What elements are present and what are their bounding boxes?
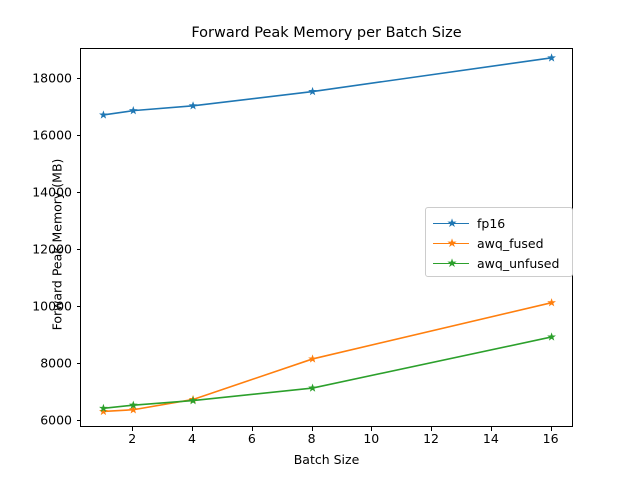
- legend-line-icon: [433, 222, 469, 225]
- series-awq_unfused: [99, 332, 556, 413]
- y-tick-label: 10000: [32, 298, 72, 314]
- y-tick-mark: [76, 191, 80, 193]
- legend-item-fp16[interactable]: ★ fp16: [433, 213, 565, 233]
- y-tick-label: 6000: [40, 412, 72, 428]
- star-marker-icon: [308, 354, 317, 363]
- legend-label-awq-fused: awq_fused: [477, 235, 544, 251]
- legend-item-awq-fused[interactable]: ★ awq_fused: [433, 233, 565, 253]
- y-tick-label: 18000: [32, 70, 72, 86]
- page-title: Forward Peak Memory per Batch Size: [191, 25, 462, 41]
- x-tick-label: 10: [363, 431, 380, 446]
- x-tick-mark: [132, 427, 134, 431]
- series-layer: [99, 53, 556, 416]
- legend-label-awq-unfused: awq_unfused: [477, 255, 560, 271]
- y-tick-mark: [76, 77, 80, 79]
- series-awq_fused: [99, 298, 556, 416]
- star-marker-icon: ★: [446, 236, 458, 250]
- star-marker-icon: [128, 400, 138, 409]
- star-marker-icon: [99, 403, 108, 413]
- y-tick-mark: [76, 420, 80, 422]
- series-fp16: [99, 53, 556, 119]
- x-tick-mark: [550, 427, 552, 431]
- x-tick-label: 2: [128, 431, 137, 446]
- x-tick-label: 8: [307, 431, 316, 446]
- star-marker-icon: ★: [446, 216, 458, 230]
- x-tick-label: 12: [423, 431, 440, 446]
- y-tick-mark: [76, 248, 80, 250]
- series-line: [103, 336, 552, 410]
- x-tick-label: 6: [247, 431, 256, 446]
- x-tick-mark: [490, 427, 492, 431]
- star-marker-icon: [308, 86, 317, 96]
- star-marker-icon: [99, 110, 108, 119]
- star-marker-icon: [547, 332, 556, 341]
- x-tick-label: 16: [542, 431, 559, 446]
- legend-item-awq-unfused[interactable]: ★ awq_unfused: [433, 253, 565, 273]
- legend-swatch-awq-fused: ★: [433, 236, 469, 250]
- x-tick-mark: [251, 427, 253, 431]
- x-tick-label: 4: [188, 431, 196, 446]
- y-tick-label: 12000: [32, 241, 72, 257]
- plot-inner: [81, 49, 572, 426]
- x-tick-label: 14: [482, 431, 499, 446]
- star-marker-icon: [128, 405, 138, 414]
- legend-line-icon: [433, 262, 469, 265]
- x-tick-mark: [192, 427, 194, 431]
- legend-swatch-fp16: ★: [433, 216, 469, 230]
- series-line: [103, 57, 552, 116]
- x-tick-mark: [431, 427, 433, 431]
- star-marker-icon: [188, 101, 198, 110]
- y-tick-label: 14000: [32, 184, 72, 200]
- legend: ★ fp16 ★ awq_fused ★ awq_unfused: [425, 207, 573, 277]
- y-tick-mark: [76, 363, 80, 365]
- x-tick-mark: [311, 427, 313, 431]
- legend-swatch-awq-unfused: ★: [433, 256, 469, 270]
- legend-line-icon: [433, 242, 469, 245]
- star-marker-icon: [128, 106, 138, 115]
- y-tick-label: 8000: [40, 355, 72, 371]
- star-marker-icon: [308, 383, 317, 392]
- y-tick-mark: [76, 305, 80, 307]
- y-tick-mark: [76, 134, 80, 136]
- x-axis-label: Batch Size: [293, 452, 360, 467]
- legend-label-fp16: fp16: [477, 215, 506, 231]
- star-marker-icon: ★: [446, 256, 458, 270]
- series-line: [103, 301, 552, 413]
- star-marker-icon: [547, 53, 556, 62]
- star-marker-icon: [99, 406, 108, 416]
- star-marker-icon: [547, 298, 556, 307]
- star-marker-icon: [188, 396, 198, 405]
- y-tick-label: 16000: [32, 127, 72, 143]
- x-tick-mark: [371, 427, 373, 431]
